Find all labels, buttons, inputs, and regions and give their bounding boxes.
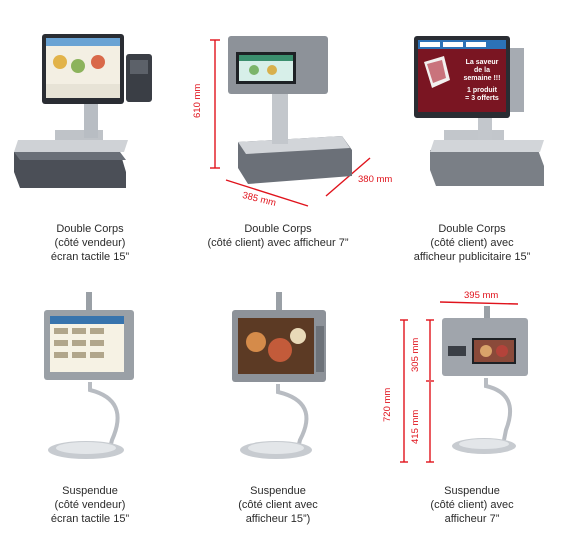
svg-text:La saveur: La saveur bbox=[466, 59, 499, 66]
product-double-client-ad: La saveur de la semaine !!! 1 produit = … bbox=[380, 0, 562, 270]
svg-text:semaine !!!: semaine !!! bbox=[464, 75, 501, 82]
product-caption: Suspendue (côté vendeur) écran tactile 1… bbox=[50, 485, 130, 525]
product-caption: Double Corps (côté client) avec afficheu… bbox=[413, 223, 531, 263]
scale-illustration bbox=[210, 36, 371, 207]
scale-illustration bbox=[14, 34, 152, 188]
scale-illustration bbox=[400, 301, 528, 463]
total-height-dimension: 720 mm bbox=[382, 387, 393, 422]
product-caption: Suspendue (côté client avec afficheur 15… bbox=[238, 485, 318, 525]
svg-text:1 produit: 1 produit bbox=[467, 87, 498, 94]
svg-text:= 3 offerts: = 3 offerts bbox=[465, 95, 499, 102]
product-caption: Double Corps (côté vendeur) écran tactil… bbox=[50, 223, 130, 263]
depth-dimension: 380 mm bbox=[358, 174, 393, 185]
product-double-seller: Double Corps (côté vendeur) écran tactil… bbox=[0, 0, 180, 270]
svg-text:de la: de la bbox=[474, 67, 490, 74]
product-caption: Suspendue (côté client) avec afficheur 7… bbox=[430, 485, 514, 525]
product-hanging-seller: Suspendue (côté vendeur) écran tactile 1… bbox=[0, 290, 180, 540]
product-caption: Double Corps (côté client) avec afficheu… bbox=[207, 223, 349, 249]
lower-height-dimension: 415 mm bbox=[410, 409, 421, 444]
upper-height-dimension: 305 mm bbox=[410, 337, 421, 372]
width-dimension: 395 mm bbox=[464, 290, 499, 301]
scale-illustration bbox=[44, 292, 134, 459]
product-hanging-client-7: 395 mm 720 mm 305 mm 415 mm Suspendue (c… bbox=[380, 290, 562, 540]
product-hanging-client-15: Suspendue (côté client avec afficheur 15… bbox=[180, 290, 380, 540]
scale-illustration bbox=[414, 36, 544, 186]
ad-text-overlay: La saveur de la semaine !!! 1 produit = … bbox=[464, 59, 501, 102]
product-double-client-7: 610 mm 385 mm 380 mm Double Corps (côté … bbox=[180, 0, 392, 270]
height-dimension: 610 mm bbox=[192, 83, 203, 118]
scale-illustration bbox=[232, 292, 326, 459]
